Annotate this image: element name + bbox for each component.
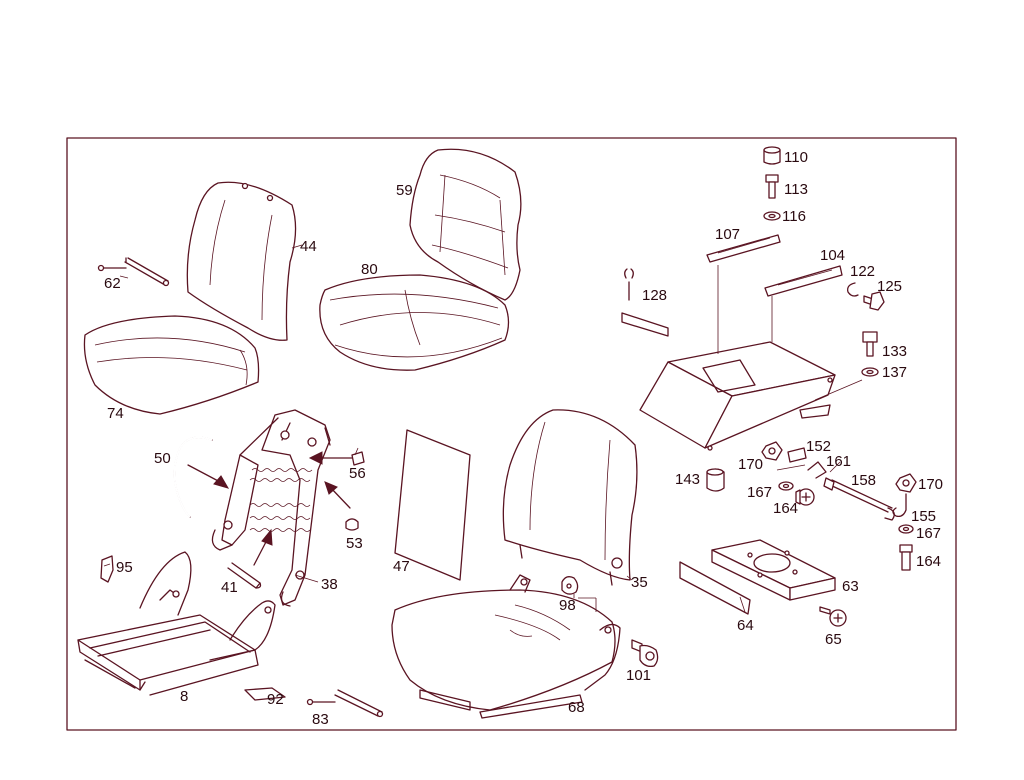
label-104: 104 [820, 247, 845, 264]
clip-part-56 [351, 447, 365, 466]
washer-part-98 [561, 576, 579, 595]
nut-part-170-left [761, 441, 783, 461]
diagram-frame [66, 137, 957, 731]
arrows [187, 451, 353, 566]
backrest-frame-part-38 [211, 409, 331, 607]
label-158: 158 [851, 472, 876, 489]
label-128: 128 [642, 287, 667, 304]
washer-part-167-right [898, 524, 914, 534]
screw-part-164-right [899, 544, 913, 571]
backrest-part-35 [502, 409, 638, 586]
label-170-left: 170 [738, 456, 763, 473]
screw-part-125 [863, 291, 885, 311]
label-101: 101 [626, 667, 651, 684]
label-44: 44 [300, 238, 317, 255]
seat-cover-part-74 [83, 315, 260, 415]
label-8: 8 [180, 688, 188, 705]
pad-part-47 [394, 429, 471, 581]
tube-part-50 [173, 436, 213, 518]
label-167-left: 167 [747, 484, 772, 501]
backrest-cover-part-44 [186, 181, 297, 341]
label-65: 65 [825, 631, 842, 648]
label-74: 74 [107, 405, 124, 422]
rail-part-107 [706, 234, 781, 263]
rod-part-62 [97, 257, 170, 287]
label-155: 155 [911, 508, 936, 525]
label-137: 137 [882, 364, 907, 381]
screw-part-65 [819, 606, 847, 627]
part-number-labels: 110 113 116 107 104 122 125 128 133 137 … [104, 149, 943, 728]
bolt-part-133 [862, 331, 878, 357]
screw-part-164-left [795, 488, 815, 506]
label-95: 95 [116, 559, 133, 576]
backrest-cushion-part-59 [409, 148, 522, 301]
rail-part-104 [764, 265, 843, 297]
cap-part-110 [763, 146, 781, 165]
label-47: 47 [393, 558, 410, 575]
clip-part-122 [847, 282, 859, 297]
latch-part-95 [100, 555, 114, 583]
screw-part-113 [765, 174, 779, 199]
label-38: 38 [321, 576, 338, 593]
rod-part-41 [227, 562, 262, 589]
label-167-right: 167 [916, 525, 941, 542]
label-56: 56 [349, 465, 366, 482]
label-68: 68 [568, 699, 585, 716]
label-107: 107 [715, 226, 740, 243]
washer-part-116 [763, 211, 781, 221]
washer-part-137 [861, 367, 879, 377]
bracket-part-128 [621, 268, 669, 337]
nut-part-170-right [895, 473, 917, 493]
label-122: 122 [850, 263, 875, 280]
label-164-left: 164 [773, 500, 798, 517]
bracket-part-152 [776, 447, 807, 471]
label-113: 113 [784, 181, 808, 198]
plate-part-63 [711, 539, 836, 601]
strip-part-64 [679, 561, 751, 615]
leader-lines [119, 244, 746, 613]
bracket-part-92 [244, 687, 286, 701]
label-41: 41 [221, 579, 238, 596]
seat-part-68 [391, 574, 621, 719]
label-170-right: 170 [918, 476, 943, 493]
label-53: 53 [346, 535, 363, 552]
label-35: 35 [631, 574, 648, 591]
label-125: 125 [877, 278, 902, 295]
bolt-part-101 [631, 639, 659, 668]
rod-part-83 [306, 689, 384, 718]
label-98: 98 [559, 597, 576, 614]
grommet-part-53 [345, 518, 359, 531]
label-64: 64 [737, 617, 754, 634]
label-164-right: 164 [916, 553, 941, 570]
label-63: 63 [842, 578, 859, 595]
seat-base-box [639, 265, 863, 451]
label-143: 143 [675, 471, 700, 488]
label-59: 59 [396, 182, 413, 199]
washer-part-167-left [778, 481, 794, 491]
label-110: 110 [784, 149, 808, 166]
cap-part-143 [706, 468, 725, 492]
seat-frame-part-8 [77, 551, 276, 696]
label-80: 80 [361, 261, 378, 278]
label-133: 133 [882, 343, 907, 360]
label-92: 92 [267, 691, 284, 708]
spring-part-155 [892, 493, 907, 518]
seat-cushion-part-80 [319, 274, 510, 371]
label-152: 152 [806, 438, 831, 455]
label-62: 62 [104, 275, 121, 292]
label-161: 161 [826, 453, 851, 470]
label-116: 116 [782, 208, 806, 225]
clip-part-161 [807, 461, 841, 479]
label-50: 50 [154, 450, 171, 467]
label-83: 83 [312, 711, 329, 728]
